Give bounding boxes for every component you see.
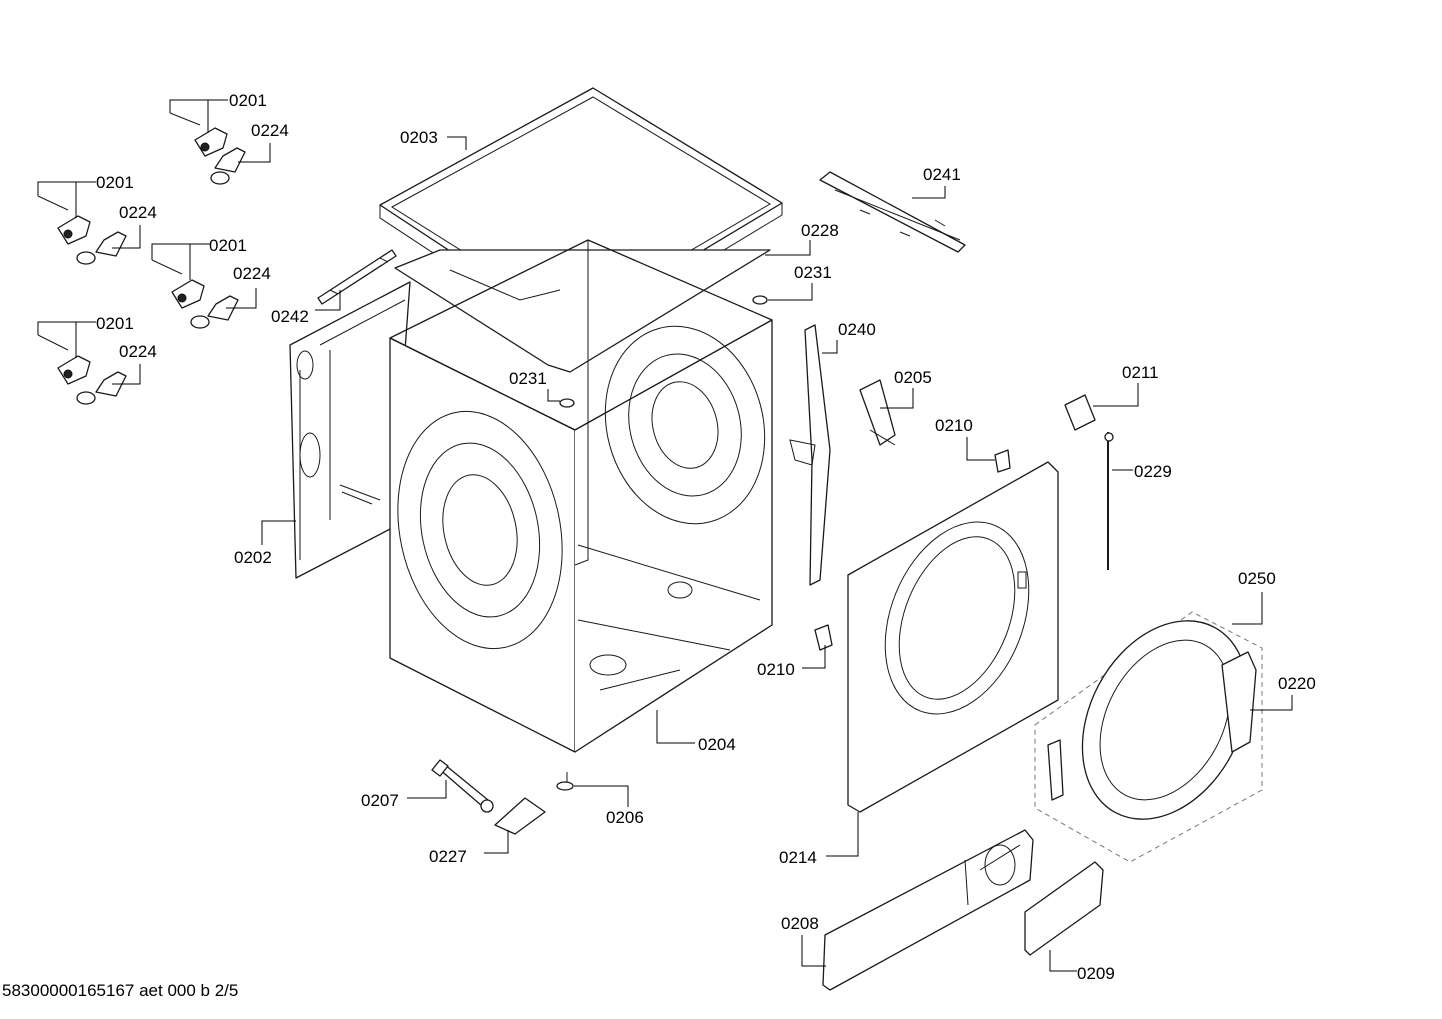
foot-bracket-set-2 <box>37 195 127 265</box>
callout-label: 0231 <box>509 369 547 388</box>
spanner-tool <box>431 759 494 813</box>
callout-0203: 0203 <box>400 128 467 150</box>
callout-0209: 0209 <box>1049 950 1115 983</box>
callout-0214: 0214 <box>779 812 859 867</box>
callout-0224: 0224 <box>112 203 157 249</box>
callout-label: 0207 <box>361 791 399 810</box>
callout-label: 0210 <box>935 416 973 435</box>
callout-label: 0224 <box>251 121 289 140</box>
callout-label: 0201 <box>229 91 267 110</box>
callout-label: 0204 <box>698 735 736 754</box>
callout-0201: 0201 <box>37 314 134 358</box>
top-rail-bracket <box>317 249 397 305</box>
cover-cap-1 <box>752 295 768 305</box>
callout-0207: 0207 <box>361 780 447 810</box>
front-panel <box>847 461 1059 813</box>
callout-0211: 0211 <box>1093 363 1159 407</box>
callout-0210: 0210 <box>935 416 995 461</box>
door-assembly <box>1034 611 1263 863</box>
callout-label: 0241 <box>923 165 961 184</box>
callout-label: 0208 <box>781 914 819 933</box>
callout-label: 0240 <box>838 320 876 339</box>
foot-bracket-set-4 <box>37 334 127 405</box>
callout-0250: 0250 <box>1232 569 1276 625</box>
bracket-plate <box>494 797 546 835</box>
callout-label: 0206 <box>606 808 644 827</box>
callout-0229: 0229 <box>1112 462 1172 481</box>
callout-label: 0209 <box>1077 964 1115 983</box>
detergent-drawer <box>822 829 1034 991</box>
callout-0201: 0201 <box>169 91 267 133</box>
callout-label: 0231 <box>794 263 832 282</box>
latch-clip-1 <box>994 449 1011 473</box>
callout-label: 0205 <box>894 368 932 387</box>
rear-rail-bracket <box>819 171 966 253</box>
callout-label: 0203 <box>400 128 438 147</box>
callout-0205: 0205 <box>880 368 932 409</box>
callout-0206: 0206 <box>574 785 644 827</box>
hinge-bracket <box>859 379 896 446</box>
callout-0220: 0220 <box>1250 674 1316 711</box>
callout-0231: 0231 <box>768 263 832 301</box>
cover-cap-2 <box>559 398 575 408</box>
callout-0231: 0231 <box>509 369 560 402</box>
callout-label: 0242 <box>271 307 309 326</box>
cabinet-body <box>389 239 773 753</box>
callout-label: 0201 <box>96 173 134 192</box>
callout-label: 0224 <box>119 203 157 222</box>
foot-bracket-set-1 <box>169 112 246 185</box>
callout-0227: 0227 <box>429 830 509 866</box>
callout-0242: 0242 <box>271 290 341 326</box>
callout-label: 0202 <box>234 548 272 567</box>
callout-0240: 0240 <box>822 320 876 354</box>
callout-0241: 0241 <box>912 165 961 199</box>
callout-label: 0201 <box>209 236 247 255</box>
callout-0201: 0201 <box>151 236 247 280</box>
callout-0228: 0228 <box>765 221 839 256</box>
callout-0224: 0224 <box>238 121 289 163</box>
callout-label: 0201 <box>96 314 134 333</box>
callout-0210: 0210 <box>757 645 826 679</box>
drawer-insert <box>1024 861 1104 956</box>
foot-bracket-set-3 <box>151 259 239 329</box>
callout-0208: 0208 <box>781 914 826 967</box>
top-inner-plate <box>394 249 771 373</box>
callout-0202: 0202 <box>234 520 296 567</box>
callout-0224: 0224 <box>226 264 271 309</box>
door-lock-module <box>1064 394 1096 431</box>
connecting-wire <box>1104 432 1114 570</box>
callout-label: 0210 <box>757 660 795 679</box>
callout-label: 0220 <box>1278 674 1316 693</box>
document-code: 58300000165167 aet 000 b 2/5 <box>2 981 239 1000</box>
callout-label: 0224 <box>233 264 271 283</box>
callout-0201: 0201 <box>37 173 134 218</box>
latch-clip-2 <box>814 624 833 651</box>
callout-label: 0227 <box>429 847 467 866</box>
callout-label: 0211 <box>1122 363 1159 382</box>
callout-label: 0228 <box>801 221 839 240</box>
callout-0224: 0224 <box>112 342 157 385</box>
front-side-rail <box>789 324 831 586</box>
callout-0204: 0204 <box>656 710 736 754</box>
callout-label: 0229 <box>1134 462 1172 481</box>
callout-label: 0224 <box>119 342 157 361</box>
adjustable-foot <box>556 772 574 791</box>
callout-label: 0214 <box>779 848 817 867</box>
callout-label: 0250 <box>1238 569 1276 588</box>
